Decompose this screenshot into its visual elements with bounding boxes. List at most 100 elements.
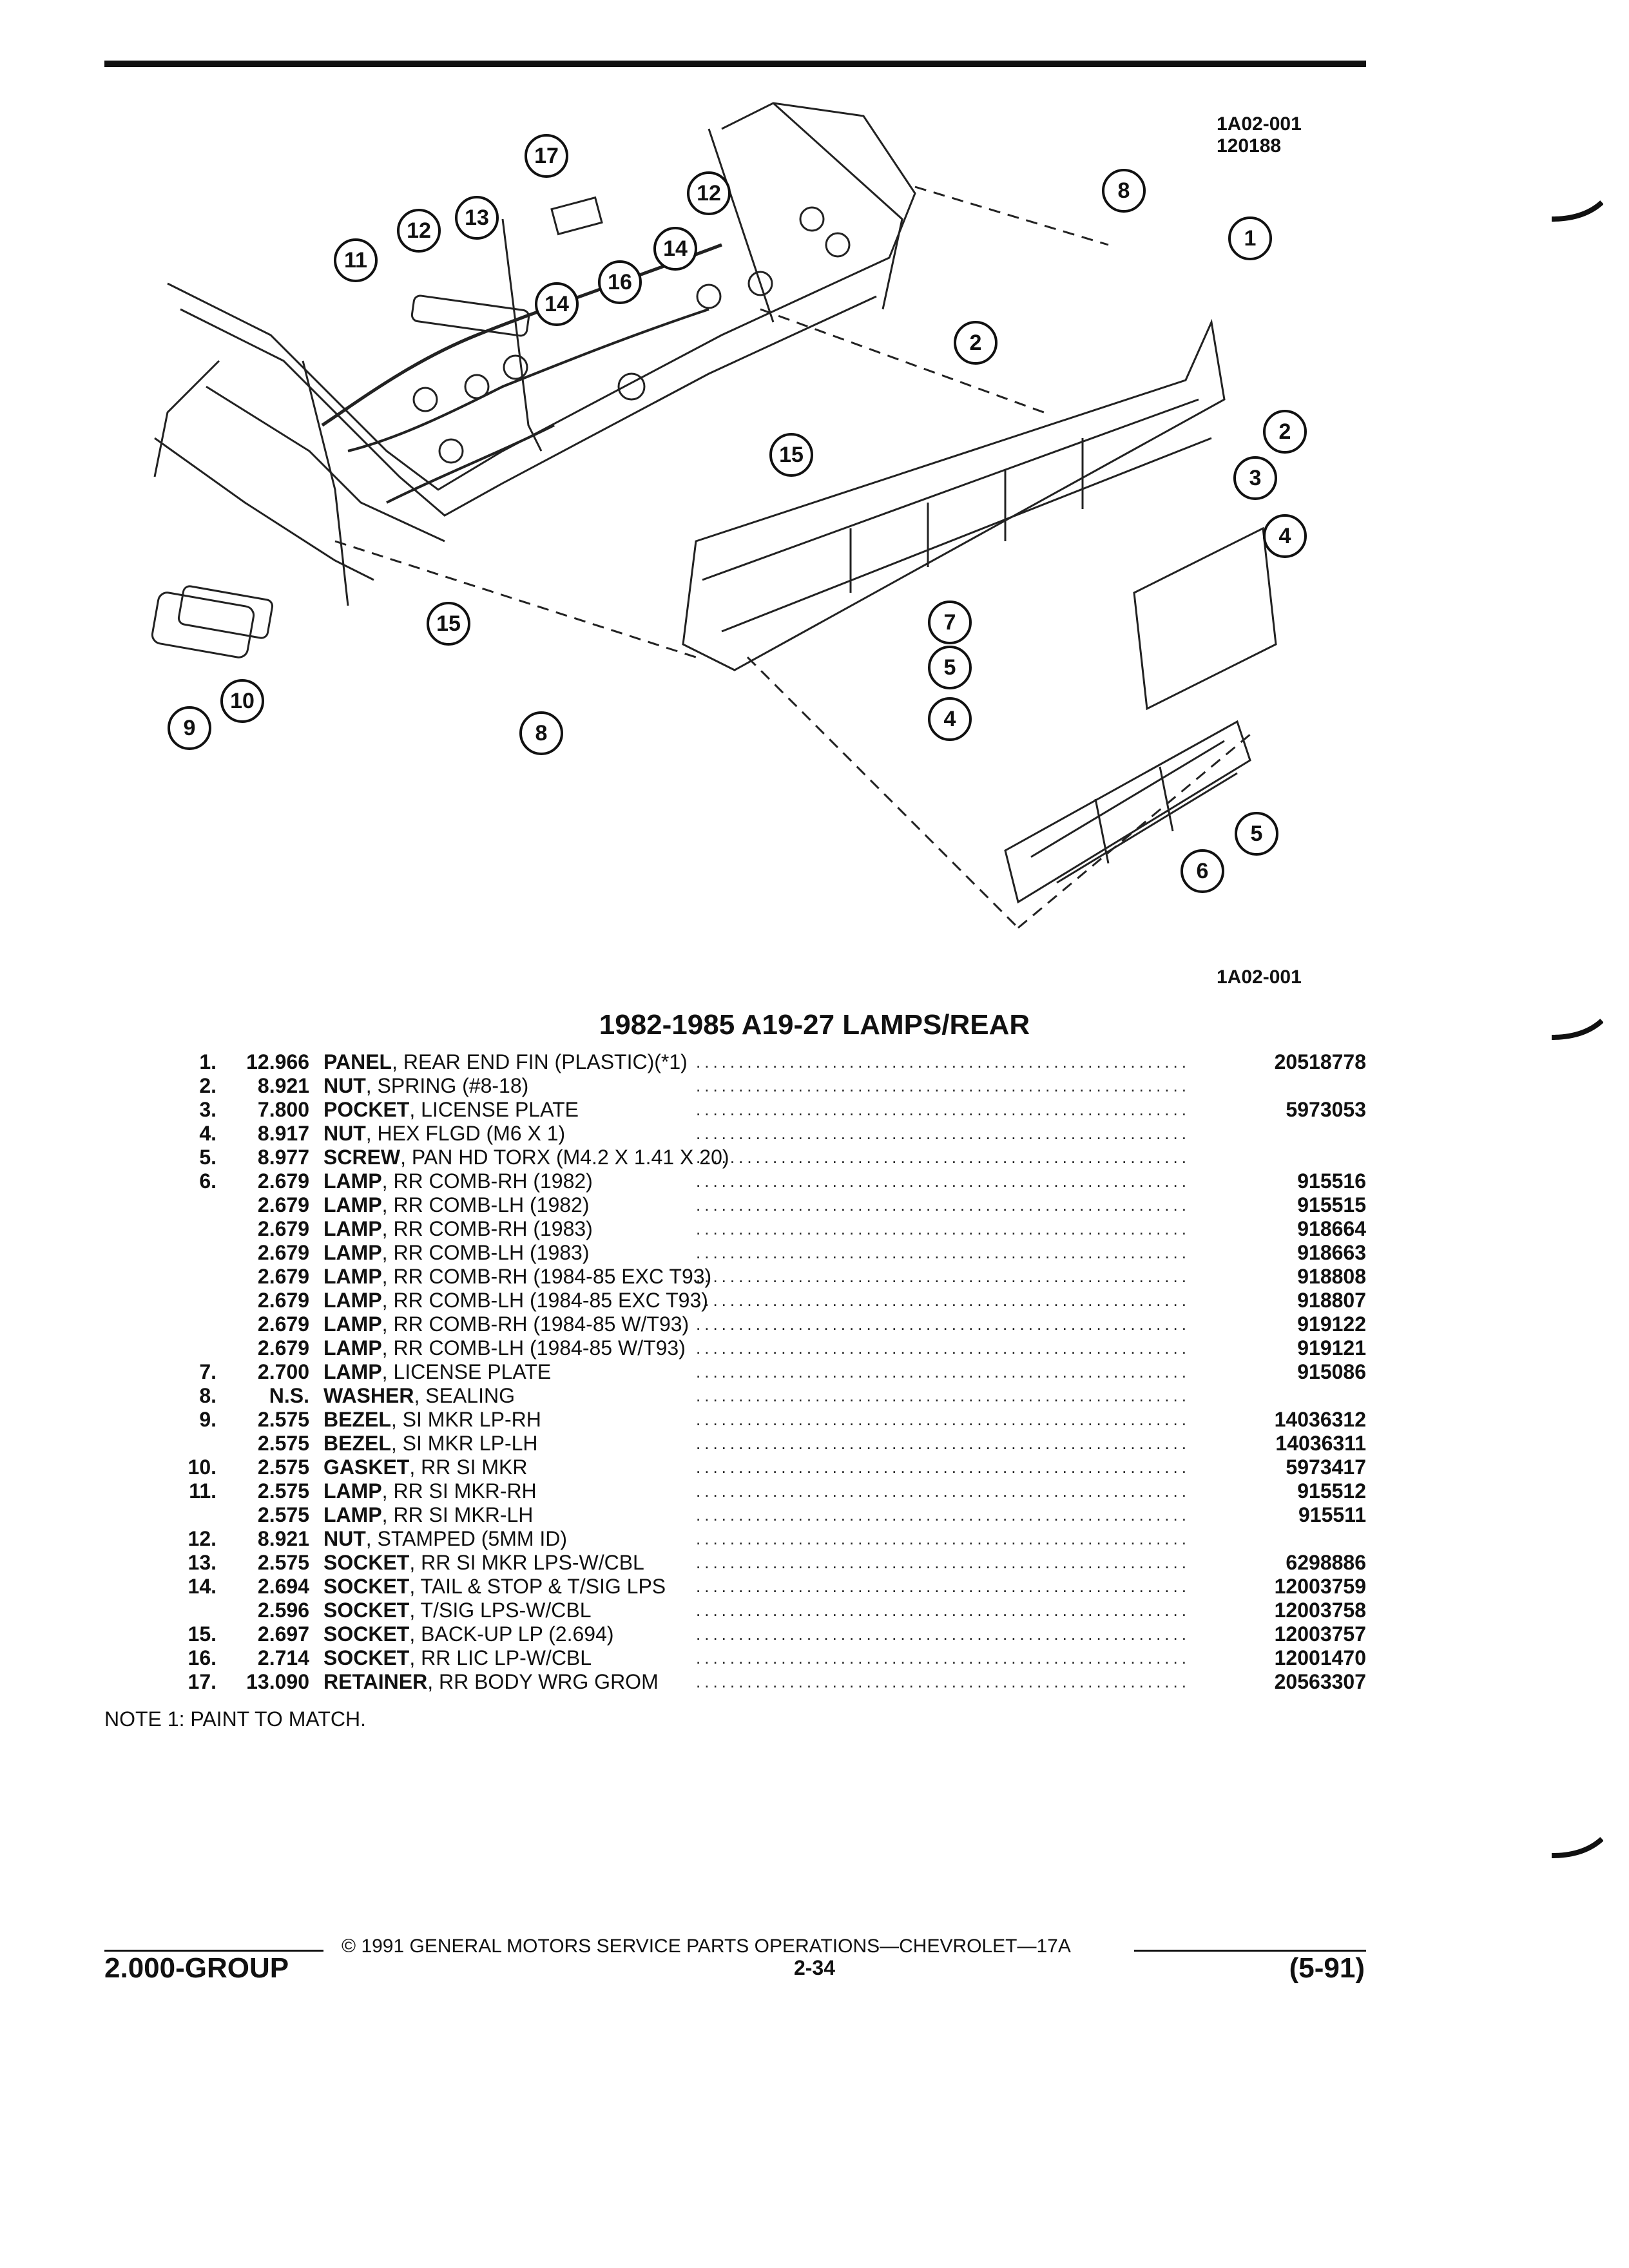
- exploded-parts-diagram: 17 12 13 11 12 14 14 16 15 8 1 2 2 3 4 7…: [151, 102, 1307, 929]
- part-detail: , BACK-UP LP (2.694): [409, 1622, 614, 1646]
- item-number: 8.: [199, 1384, 217, 1407]
- item-number: 7.: [199, 1360, 217, 1383]
- leader-dots: ........................................…: [696, 1481, 1186, 1501]
- part-name: NUT: [323, 1122, 366, 1145]
- callout-4b: 4: [928, 697, 972, 741]
- part-detail: , PAN HD TORX (M4.2 X 1.41 X 20): [400, 1146, 729, 1169]
- part-description: LAMP, RR COMB-LH (1983): [323, 1241, 590, 1265]
- callout-16: 16: [598, 260, 642, 304]
- group-number: 13.090: [246, 1670, 309, 1693]
- callout-1: 1: [1228, 216, 1272, 260]
- part-number: 915511: [1298, 1503, 1366, 1526]
- item-number: 16.: [188, 1646, 217, 1669]
- svg-text:7: 7: [944, 610, 956, 635]
- binding-mark: [1552, 200, 1603, 222]
- callout-14a: 14: [535, 282, 579, 326]
- svg-text:15: 15: [436, 611, 461, 636]
- body-structure-illustration: [151, 102, 1277, 929]
- part-name: LAMP: [323, 1503, 382, 1526]
- part-description: LAMP, RR COMB-LH (1982): [323, 1193, 590, 1217]
- group-number: 2.679: [257, 1289, 309, 1312]
- part-detail: , RR SI MKR: [409, 1456, 528, 1479]
- callout-17: 17: [525, 134, 568, 178]
- part-detail: , RR COMB-RH (1982): [381, 1169, 593, 1193]
- part-detail: , RR COMB-RH (1983): [381, 1217, 593, 1240]
- part-description: LAMP, RR COMB-RH (1982): [323, 1169, 593, 1193]
- leader-dots: ........................................…: [696, 1672, 1186, 1691]
- part-number: 918807: [1297, 1289, 1366, 1312]
- svg-text:12: 12: [407, 218, 431, 243]
- part-description: NUT, HEX FLGD (M6 X 1): [323, 1122, 565, 1146]
- item-number: 11.: [189, 1479, 217, 1503]
- item-number: 1.: [199, 1050, 217, 1073]
- callout-3: 3: [1233, 456, 1277, 500]
- item-number: 4.: [199, 1122, 217, 1145]
- part-description: SOCKET, BACK-UP LP (2.694): [323, 1622, 614, 1646]
- part-number: 12003758: [1274, 1599, 1366, 1622]
- svg-text:6: 6: [1197, 859, 1209, 883]
- part-detail: , RR COMB-RH (1984-85 W/T93): [381, 1312, 689, 1336]
- callout-12: 12: [397, 209, 441, 253]
- part-detail: , RR COMB-LH (1982): [381, 1193, 590, 1216]
- page-number: 2-34: [793, 1956, 836, 1979]
- leader-dots: ........................................…: [696, 1243, 1186, 1262]
- group-number: 2.575: [257, 1408, 309, 1431]
- part-detail: , HEX FLGD (M6 X 1): [365, 1122, 566, 1145]
- part-description: POCKET, LICENSE PLATE: [323, 1098, 579, 1122]
- item-number: 17.: [188, 1670, 217, 1693]
- svg-text:1: 1: [1244, 226, 1257, 251]
- leader-dots: ........................................…: [696, 1529, 1186, 1548]
- part-name: SOCKET: [323, 1551, 410, 1574]
- part-number: 12003757: [1274, 1622, 1366, 1646]
- callout-15a: 15: [769, 433, 813, 477]
- group-number: 8.977: [257, 1146, 309, 1169]
- leader-dots: ........................................…: [696, 1195, 1186, 1215]
- part-number: 14036311: [1275, 1432, 1366, 1455]
- group-number: 2.679: [257, 1312, 309, 1336]
- part-name: BEZEL: [323, 1432, 391, 1455]
- group-number: 12.966: [246, 1050, 309, 1073]
- part-number: 20563307: [1274, 1670, 1366, 1693]
- svg-text:2: 2: [1279, 419, 1291, 444]
- group-number: 2.575: [257, 1479, 309, 1503]
- part-number: 12003759: [1274, 1575, 1366, 1598]
- part-detail: , RR COMB-LH (1983): [381, 1241, 590, 1264]
- part-detail: , RR COMB-LH (1984-85 W/T93): [381, 1336, 686, 1360]
- leader-dots: ........................................…: [696, 1171, 1186, 1191]
- footer-rule-right: [1134, 1950, 1366, 1952]
- part-name: LAMP: [323, 1169, 382, 1193]
- svg-text:16: 16: [608, 270, 632, 294]
- group-number: 2.679: [257, 1241, 309, 1264]
- part-name: LAMP: [323, 1312, 382, 1336]
- footer-rule-left: [104, 1950, 323, 1952]
- group-number: 2.575: [257, 1456, 309, 1479]
- top-rule: [104, 61, 1366, 67]
- part-detail: , RR SI MKR-LH: [381, 1503, 534, 1526]
- part-number: 12001470: [1274, 1646, 1366, 1669]
- part-number: 918808: [1297, 1265, 1366, 1288]
- group-number: 8.917: [257, 1122, 309, 1145]
- note: NOTE 1: PAINT TO MATCH.: [104, 1707, 366, 1731]
- svg-text:13: 13: [465, 206, 489, 230]
- group-number: 2.679: [257, 1217, 309, 1240]
- group-number: 2.679: [257, 1265, 309, 1288]
- part-description: LAMP, RR SI MKR-RH: [323, 1479, 537, 1503]
- callout-8b: 8: [519, 711, 563, 755]
- figure-id-bottom: 1A02-001: [1217, 966, 1302, 988]
- callout-5b: 5: [1235, 812, 1278, 856]
- callout-2b: 2: [1263, 410, 1307, 454]
- part-description: BEZEL, SI MKR LP-RH: [323, 1408, 541, 1432]
- svg-text:8: 8: [535, 721, 548, 745]
- group-number: 2.575: [257, 1551, 309, 1574]
- part-detail: , RR COMB-LH (1984-85 EXC T93): [381, 1289, 708, 1312]
- leader-dots: ........................................…: [696, 1052, 1186, 1072]
- part-name: NUT: [323, 1074, 366, 1097]
- part-number: 915512: [1297, 1479, 1366, 1503]
